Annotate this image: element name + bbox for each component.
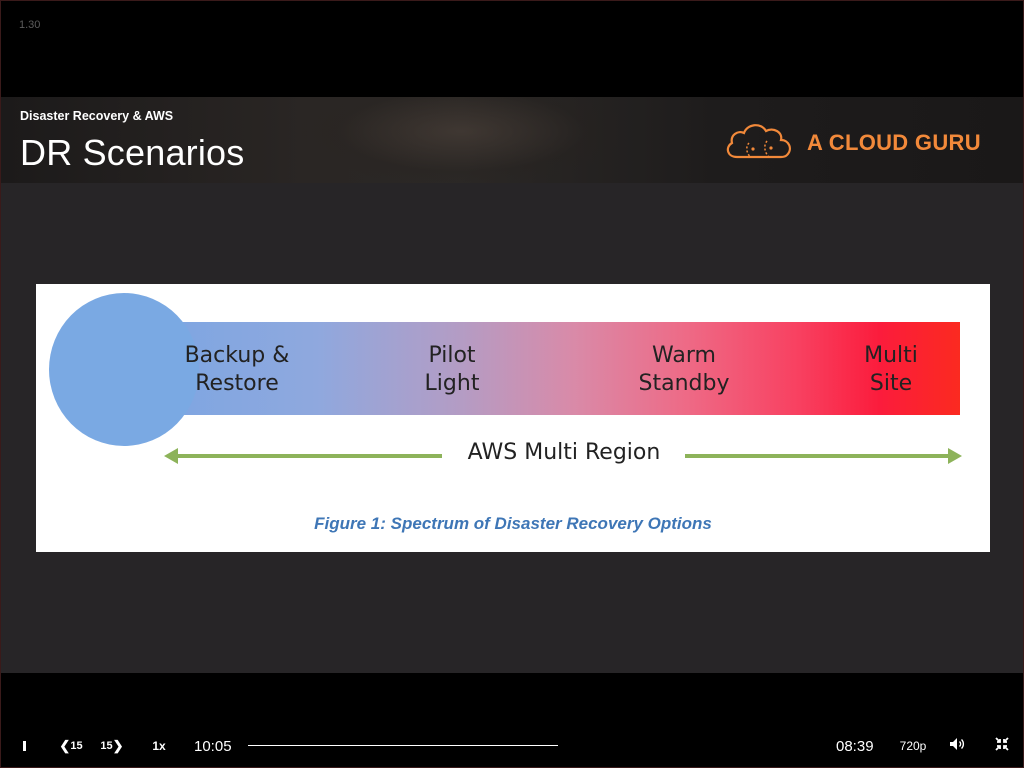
pause-button[interactable] — [15, 727, 33, 765]
stage-multi-site: Multi Site — [846, 342, 936, 398]
chevron-left-icon: ❮ — [59, 738, 71, 753]
stage-label-line2: Light — [424, 371, 480, 396]
chevron-right-icon: ❯ — [112, 738, 124, 753]
multi-region-label: AWS Multi Region — [467, 440, 661, 465]
spectrum-start-circle — [49, 293, 199, 446]
stage-warm-standby: Warm Standby — [624, 342, 744, 398]
arrow-right-head — [948, 448, 962, 464]
arrow-left-head — [164, 448, 178, 464]
figure-caption: Figure 1: Spectrum of Disaster Recovery … — [314, 514, 712, 533]
volume-icon — [949, 737, 965, 756]
quality-button[interactable]: 720p — [899, 739, 927, 753]
elapsed-time: 10:05 — [194, 737, 232, 755]
arrow-line-left — [176, 454, 442, 458]
brand-logo: A CLOUD GURU — [723, 119, 981, 166]
cloud-logo-icon — [723, 119, 797, 166]
pause-icon — [22, 741, 26, 751]
stage-label-line1: Backup & — [184, 343, 290, 368]
forward-label: 15 — [100, 740, 113, 752]
stage-label-line1: Multi — [864, 343, 918, 368]
arrow-line-right — [685, 454, 949, 458]
stage-backup-restore: Backup & Restore — [166, 342, 308, 398]
playback-speed-button[interactable]: 1x — [152, 739, 166, 753]
presenter-overlay — [301, 97, 621, 183]
volume-button[interactable] — [947, 727, 967, 765]
rewind-label: 15 — [70, 740, 83, 752]
slide-frame: Disaster Recovery & AWS DR Scenarios A C… — [1, 97, 1023, 673]
stage-label-line1: Warm — [652, 343, 716, 368]
slide-title: DR Scenarios — [20, 132, 245, 173]
slide-header: Disaster Recovery & AWS DR Scenarios A C… — [1, 97, 1023, 183]
progress-bar[interactable] — [248, 745, 558, 746]
stage-pilot-light: Pilot Light — [402, 342, 502, 398]
stage-label-line1: Pilot — [428, 343, 476, 368]
player-version: 1.30 — [19, 19, 41, 31]
exit-fullscreen-icon — [995, 736, 1009, 756]
spectrum-gradient-bar — [156, 322, 960, 415]
rewind-15-button[interactable]: ❮ 15 — [57, 727, 85, 765]
stage-label-line2: Site — [869, 371, 913, 396]
forward-15-button[interactable]: 15 ❯ — [98, 727, 126, 765]
stage-label-line2: Restore — [195, 371, 279, 396]
dr-spectrum-figure: Backup & Restore Pilot Light Warm Standb… — [36, 284, 990, 552]
player-controls: ❮ 15 15 ❯ 1x 10:05 08:39 720p — [1, 727, 1023, 765]
remaining-time: 08:39 — [836, 737, 874, 755]
brand-name: A CLOUD GURU — [807, 129, 981, 155]
stage-label-line2: Standby — [638, 371, 730, 396]
exit-fullscreen-button[interactable] — [992, 727, 1012, 765]
slide-subtitle: Disaster Recovery & AWS — [20, 109, 174, 123]
